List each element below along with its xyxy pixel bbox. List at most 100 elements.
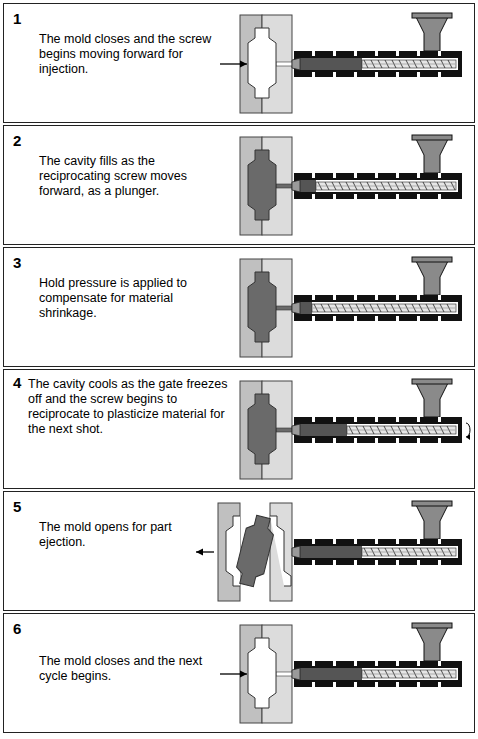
heater-gap (438, 560, 441, 565)
step-panel: 2The cavity fills as the reciprocating s… (3, 125, 475, 245)
hopper-rim (412, 13, 452, 18)
barrel-bore (300, 180, 458, 192)
barrel (294, 51, 462, 77)
barrel-bore (300, 302, 458, 314)
barrel (294, 539, 462, 565)
heater-gap (333, 438, 336, 443)
sprue (276, 184, 292, 188)
heater-gap (375, 560, 378, 565)
heater-gap (333, 295, 336, 300)
heater-gap (375, 417, 378, 422)
screw (312, 304, 456, 312)
heater-gap (375, 682, 378, 687)
mold-fixed-half (270, 503, 292, 601)
heater-gap (438, 539, 441, 544)
melt (300, 424, 347, 436)
step-panel: 1The mold closes and the screw begins mo… (3, 3, 475, 123)
heater-gap (375, 438, 378, 443)
heater-gap (312, 539, 315, 544)
barrel (294, 173, 462, 199)
hopper (416, 139, 448, 173)
nozzle (292, 424, 300, 436)
barrel (294, 417, 462, 443)
panel-illustration (196, 501, 462, 601)
mold-cavity (248, 272, 276, 342)
heater-gap (417, 295, 420, 300)
screw (316, 182, 456, 190)
heater-gap (396, 51, 399, 56)
heater-gap (438, 661, 441, 666)
step-description: The mold opens for part ejection. (39, 520, 199, 550)
heater-gap (312, 173, 315, 178)
step-panel: 5The mold opens for part ejection. (3, 491, 475, 611)
heater-gap (438, 682, 441, 687)
heater-gap (312, 295, 315, 300)
hopper (416, 627, 448, 661)
step-number: 5 (13, 498, 21, 515)
screw-axis (317, 186, 455, 187)
heater-gap (396, 539, 399, 544)
heater-gap (375, 51, 378, 56)
heater-gap (375, 316, 378, 321)
heater-gap (333, 51, 336, 56)
nozzle (292, 302, 300, 314)
heater-gap (438, 417, 441, 422)
nozzle (292, 180, 300, 192)
heater-gap (417, 316, 420, 321)
heater-gap (354, 173, 357, 178)
heater-gap (333, 316, 336, 321)
hopper (416, 383, 448, 417)
cavity-half (270, 516, 291, 586)
step-panel: 6The mold closes and the next cycle begi… (3, 613, 475, 733)
heater-gap (333, 173, 336, 178)
step-description: The mold closes and the screw begins mov… (39, 32, 224, 77)
heater-gap (375, 173, 378, 178)
heater-gap (375, 194, 378, 199)
heater-gap (375, 295, 378, 300)
hopper (416, 505, 448, 539)
heater-gap (417, 682, 420, 687)
heater-gap (438, 438, 441, 443)
heater-gap (333, 417, 336, 422)
hopper-rim (412, 257, 452, 262)
heater-gap (417, 560, 420, 565)
hopper-rim (412, 379, 452, 384)
nozzle (292, 58, 300, 70)
step-description: The cavity fills as the reciprocating sc… (39, 154, 224, 199)
melt (300, 668, 362, 680)
barrel-bore (300, 424, 458, 436)
barrel (294, 661, 462, 687)
heater-gap (396, 72, 399, 77)
heater-gap (312, 417, 315, 422)
step-number: 1 (13, 10, 21, 27)
heater-gap (354, 417, 357, 422)
arrow-head (240, 671, 247, 678)
hopper-rim (412, 135, 452, 140)
barrel-bore (300, 546, 458, 558)
heater-gap (417, 417, 420, 422)
heater-gap (396, 194, 399, 199)
heater-gap (312, 560, 315, 565)
barrel-bore (300, 668, 458, 680)
heater-gap (312, 682, 315, 687)
panel-illustration (220, 623, 462, 723)
barrel (294, 295, 462, 321)
heater-gap (417, 194, 420, 199)
cavity-half (226, 516, 240, 586)
heater-gap (354, 316, 357, 321)
heater-gap (333, 72, 336, 77)
hopper (416, 17, 448, 51)
step-panel: 4The cavity cools as the gate freezes of… (3, 369, 475, 489)
mold-cavity (248, 150, 276, 220)
heater-gap (417, 72, 420, 77)
heater-gap (438, 173, 441, 178)
barrel-bore (300, 58, 458, 70)
melt (300, 180, 316, 192)
heater-gap (333, 194, 336, 199)
heater-gap (354, 438, 357, 443)
heater-gap (375, 539, 378, 544)
heater-gap (417, 51, 420, 56)
nozzle (292, 668, 300, 680)
heater-gap (333, 682, 336, 687)
heater-gap (312, 661, 315, 666)
